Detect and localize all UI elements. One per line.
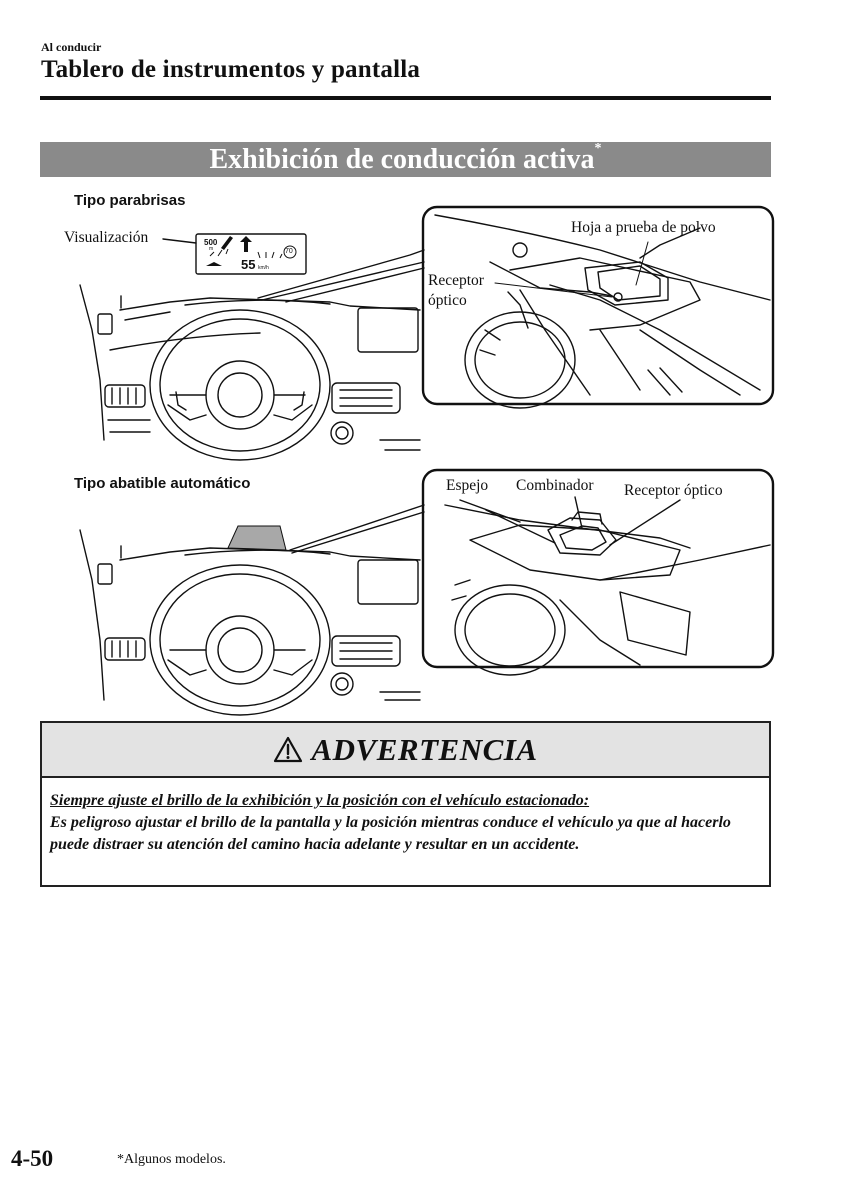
warning-triangle-icon	[274, 736, 303, 763]
page-title: Tablero de instrumentos y pantalla	[41, 56, 421, 83]
hud-distance-unit: m	[209, 246, 214, 252]
warning-body: Siempre ajuste el brillo de la exhibició…	[42, 778, 769, 856]
callout-sensor-line2: óptico	[428, 292, 467, 309]
warning-text: Es peligroso ajustar el brillo de la pan…	[50, 814, 731, 853]
callout-sensor: Receptor óptico	[624, 482, 723, 499]
callout-display: Visualización	[64, 229, 149, 246]
banner-title: Exhibición de conducción activa	[209, 144, 595, 175]
warning-title: ADVERTENCIA	[311, 731, 538, 767]
callout-combiner: Combinador	[516, 477, 594, 494]
callout-sensor-line1: Receptor	[428, 272, 484, 289]
hud-speed-unit: km/h	[258, 265, 269, 271]
hud-speed: 55	[241, 257, 256, 272]
dashboard-illustrations	[79, 205, 775, 716]
figure1-label: Tipo parabrisas	[74, 192, 186, 209]
callout-dust-sheet: Hoja a prueba de polvo	[571, 219, 716, 236]
section-banner: Exhibición de conducción activa*	[40, 142, 771, 177]
dashboard-illustration-combiner	[79, 504, 425, 716]
section-label: Al conducir	[41, 40, 102, 54]
warning-lead: Siempre ajuste el brillo de la exhibició…	[50, 792, 590, 809]
footnote: *Algunos modelos.	[117, 1152, 226, 1167]
windshield-inset-illustration	[434, 214, 771, 409]
combiner-inset-illustration	[444, 496, 771, 676]
figure2-label: Tipo abatible automático	[74, 475, 251, 492]
dashboard-illustration-windshield	[79, 233, 425, 461]
hud-distance: 500	[204, 238, 218, 247]
page-number: 4-50	[11, 1146, 54, 1171]
hud-speed-limit: 70	[285, 248, 293, 255]
banner-footnote-mark: *	[594, 141, 602, 156]
title-rule	[40, 96, 771, 100]
warning-header: ADVERTENCIA	[42, 723, 769, 778]
warning-box: ADVERTENCIA Siempre ajuste el brillo de …	[40, 721, 771, 887]
callout-mirror: Espejo	[446, 477, 489, 494]
